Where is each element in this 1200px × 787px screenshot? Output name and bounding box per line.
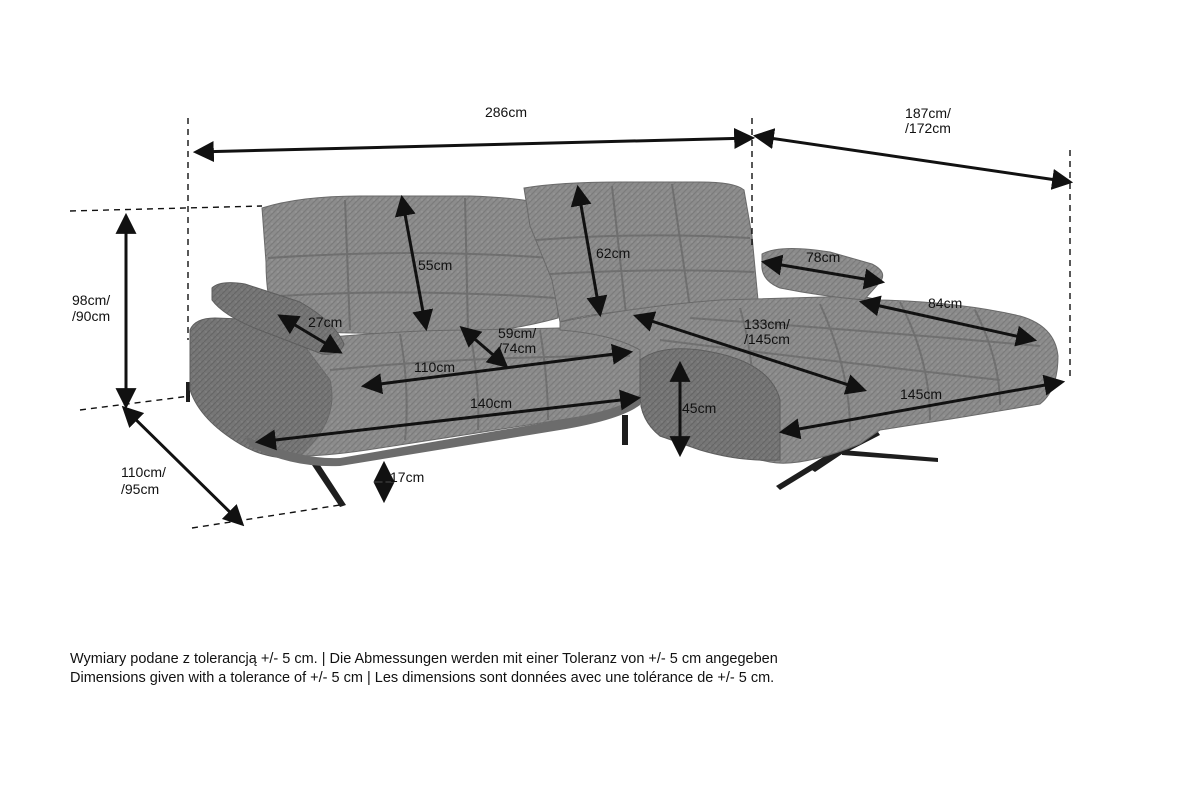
- arrow-seat-width-outer: [254, 389, 642, 451]
- arrow-armrest-left: [277, 314, 343, 354]
- guide-top-horizontal: [69, 205, 263, 212]
- label-depth-2: /95cm: [121, 481, 159, 497]
- label-seat-depth-1: 59cm/: [498, 325, 536, 341]
- sofa-illustration: [186, 181, 1059, 507]
- label-height-2: /90cm: [72, 308, 110, 324]
- arrow-armrest-right: [760, 254, 886, 290]
- label-total-width: 286cm: [485, 104, 527, 120]
- tolerance-note-en-fr: Dimensions given with a tolerance of +/-…: [70, 670, 775, 686]
- tolerance-note-pl-de: Wymiary podane z tolerancją +/- 5 cm. | …: [70, 651, 778, 667]
- arrow-seat-width-inner: [360, 343, 634, 395]
- label-chaise-length-2: /145cm: [744, 331, 790, 347]
- label-leg-height: 17cm: [390, 469, 424, 485]
- arrow-chaise-length-full: [778, 374, 1066, 440]
- arrow-total-width: [192, 127, 756, 163]
- label-backrest-right: 62cm: [596, 245, 630, 261]
- label-armrest-right: 78cm: [806, 249, 840, 265]
- guide-bottom-left: [79, 395, 191, 411]
- label-height-1: 98cm/: [72, 292, 110, 308]
- label-chaise-depth-1: 187cm/: [905, 105, 951, 121]
- guide-bottom-front: [191, 504, 341, 529]
- dimension-labels: 286cm 187cm/ /172cm 98cm/ /90cm 110cm/ /…: [72, 104, 962, 497]
- label-chaise-length-1: 133cm/: [744, 316, 790, 332]
- label-armrest-left: 27cm: [308, 314, 342, 330]
- arrow-chaise-depth: [752, 128, 1074, 190]
- arrow-backrest-right: [570, 184, 608, 318]
- arrow-backrest-left: [394, 194, 434, 332]
- label-seat-width-outer: 140cm: [470, 395, 512, 411]
- arrow-depth: [121, 405, 245, 527]
- label-seat-width-inner: 110cm: [414, 359, 455, 375]
- label-chaise-depth-2: /172cm: [905, 120, 951, 136]
- label-seat-height: 45cm: [682, 400, 716, 416]
- label-backrest-left: 55cm: [418, 257, 452, 273]
- label-depth-1: 110cm/: [121, 464, 166, 480]
- label-chaise-length-full: 145cm: [900, 386, 942, 402]
- left-seat-front: [245, 395, 640, 467]
- arrow-chaise-width: [858, 295, 1038, 347]
- dimension-arrows: [115, 127, 1074, 527]
- label-chaise-width: 84cm: [928, 295, 962, 311]
- label-seat-depth-2: /74cm: [498, 340, 536, 356]
